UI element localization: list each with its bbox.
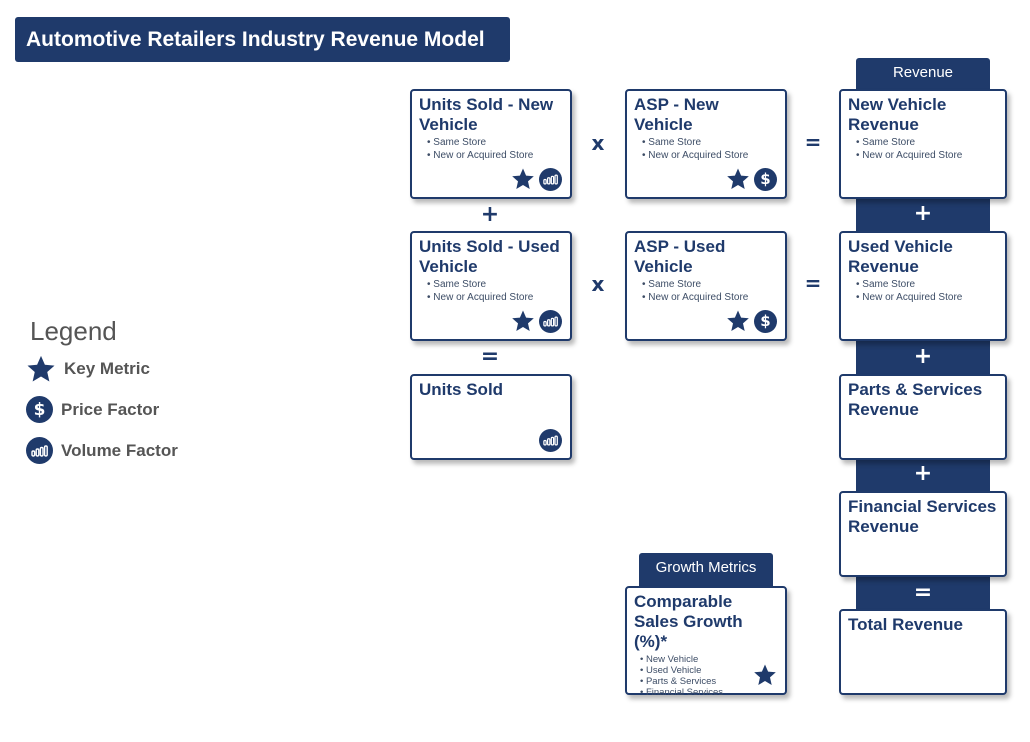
bullet-list: Same Store New or Acquired Store xyxy=(634,137,778,162)
plus-operator: + xyxy=(913,201,933,226)
card-title: Parts & Services Revenue xyxy=(848,380,983,419)
equals-operator: = xyxy=(804,271,822,295)
parts-services-revenue-card: Parts & Services Revenue xyxy=(839,374,1007,460)
units-sold-card: Units Sold xyxy=(410,374,572,460)
bar-chart-icon xyxy=(539,429,562,452)
card-title: Comparable Sales Growth (%)* xyxy=(634,592,743,651)
star-icon xyxy=(727,168,749,189)
legend-item-price-factor: $ Price Factor xyxy=(26,396,159,423)
bullet-item: Same Store xyxy=(642,137,778,150)
bullet-list: New Vehicle Used Vehicle Parts & Service… xyxy=(634,654,778,698)
icon-group xyxy=(511,167,562,191)
legend-item-volume-factor: Volume Factor xyxy=(26,437,178,464)
total-revenue-card: Total Revenue xyxy=(839,609,1007,695)
card-title: Financial Services Revenue xyxy=(848,497,997,536)
bullet-item: Same Store xyxy=(427,137,563,150)
bar-chart-icon xyxy=(539,309,562,333)
bullet-item: Same Store xyxy=(427,279,563,292)
equals-operator: = xyxy=(913,580,933,605)
bar-chart-icon xyxy=(26,437,53,464)
bullet-list: Same Store New or Acquired Store xyxy=(848,279,998,304)
bullet-list: Same Store New or Acquired Store xyxy=(419,279,563,304)
units-sold-new-card: Units Sold - New Vehicle Same Store New … xyxy=(410,89,572,199)
bullet-item: Same Store xyxy=(642,279,778,292)
icon-group xyxy=(511,309,562,333)
legend-label: Key Metric xyxy=(64,359,150,378)
units-sold-used-card: Units Sold - Used Vehicle Same Store New… xyxy=(410,231,572,341)
dollar-icon: $ xyxy=(754,309,777,333)
icon-group: $ xyxy=(726,167,777,191)
bullet-item: Parts & Services xyxy=(640,676,778,687)
asp-used-card: ASP - Used Vehicle Same Store New or Acq… xyxy=(625,231,787,341)
page-title: Automotive Retailers Industry Revenue Mo… xyxy=(15,17,510,62)
star-icon xyxy=(512,168,534,189)
icon-group: $ xyxy=(726,309,777,333)
bullet-list: Same Store New or Acquired Store xyxy=(848,137,998,162)
bullet-item: Same Store xyxy=(856,279,998,292)
legend-label: Price Factor xyxy=(61,399,160,419)
legend-title: Legend xyxy=(30,316,117,346)
star-icon xyxy=(27,355,55,382)
revenue-tab: Revenue xyxy=(856,58,990,91)
bullet-item: New or Acquired Store xyxy=(642,150,778,163)
bullet-item: Same Store xyxy=(856,137,998,150)
icon-group xyxy=(753,663,777,687)
bullet-item: New or Acquired Store xyxy=(856,292,998,305)
card-title: ASP - Used Vehicle xyxy=(634,237,726,276)
bullet-item: New or Acquired Store xyxy=(856,150,998,163)
icon-group xyxy=(539,429,562,452)
used-vehicle-revenue-card: Used Vehicle Revenue Same Store New or A… xyxy=(839,231,1007,341)
card-title: New Vehicle Revenue xyxy=(848,95,947,134)
card-title: Used Vehicle Revenue xyxy=(848,237,953,276)
growth-metrics-tab: Growth Metrics xyxy=(639,553,773,587)
new-vehicle-revenue-card: New Vehicle Revenue Same Store New or Ac… xyxy=(839,89,1007,199)
financial-services-revenue-card: Financial Services Revenue xyxy=(839,491,1007,577)
equals-operator: = xyxy=(480,344,500,369)
bullet-item: Used Vehicle xyxy=(640,665,778,676)
star-icon xyxy=(727,310,749,331)
card-title: Total Revenue xyxy=(848,615,963,634)
multiply-operator: x xyxy=(591,131,605,155)
bullet-item: New Vehicle xyxy=(640,654,778,665)
card-title: Units Sold - New Vehicle xyxy=(419,95,554,134)
plus-operator: + xyxy=(913,344,933,369)
bar-chart-icon xyxy=(539,167,562,191)
equals-operator: = xyxy=(804,130,822,154)
plus-operator: + xyxy=(480,202,500,227)
card-title: ASP - New Vehicle xyxy=(634,95,719,134)
legend-item-key-metric: Key Metric xyxy=(26,354,150,384)
dollar-icon: $ xyxy=(754,167,777,191)
bullet-item: Financial Services xyxy=(640,687,778,698)
asp-new-card: ASP - New Vehicle Same Store New or Acqu… xyxy=(625,89,787,199)
bullet-list: Same Store New or Acquired Store xyxy=(634,279,778,304)
bullet-item: New or Acquired Store xyxy=(427,292,563,305)
bullet-list: Same Store New or Acquired Store xyxy=(419,137,563,162)
multiply-operator: x xyxy=(591,272,605,296)
star-icon xyxy=(754,664,776,685)
bullet-item: New or Acquired Store xyxy=(427,150,563,163)
card-title: Units Sold - Used Vehicle xyxy=(419,237,560,276)
bullet-item: New or Acquired Store xyxy=(642,292,778,305)
card-title: Units Sold xyxy=(419,380,504,399)
dollar-icon: $ xyxy=(26,396,53,423)
legend-label: Volume Factor xyxy=(61,440,178,460)
star-icon xyxy=(512,310,534,331)
comparable-sales-growth-card: Comparable Sales Growth (%)* New Vehicle… xyxy=(625,586,787,698)
plus-operator: + xyxy=(913,461,933,486)
